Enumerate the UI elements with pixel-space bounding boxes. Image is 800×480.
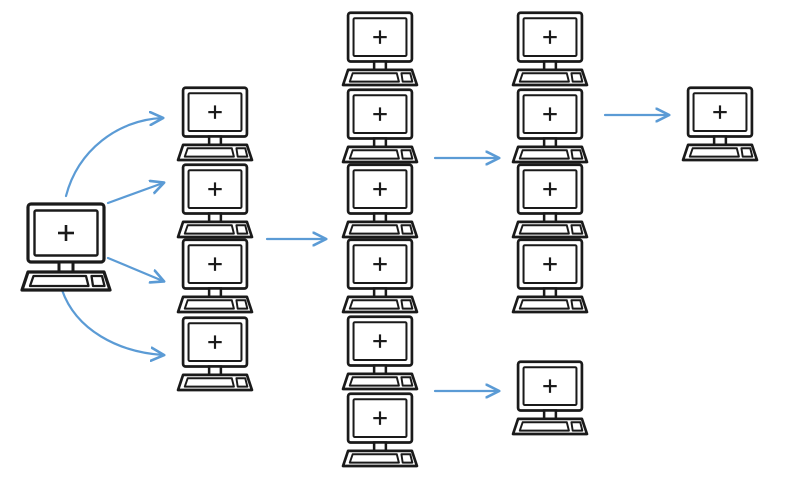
- computer-icon-shape: [511, 88, 589, 164]
- computer-icon-shape: [341, 11, 419, 87]
- computer-workstation-icon[interactable]: [511, 163, 589, 239]
- computer-icon-shape: [511, 163, 589, 239]
- computer-workstation-icon[interactable]: [176, 238, 254, 314]
- arrow-source-to-node-2-4: [60, 288, 163, 355]
- stage-3-column: [341, 11, 419, 468]
- computer-workstation-icon[interactable]: [341, 238, 419, 314]
- computer-icon-shape: [681, 86, 759, 162]
- computer-workstation-icon[interactable]: [20, 202, 112, 292]
- stage-4-column: [511, 11, 589, 436]
- arrow-source-to-node-2-1: [64, 118, 162, 198]
- arrow-source-to-node-2-2: [106, 183, 163, 205]
- computer-workstation-icon[interactable]: [341, 11, 419, 87]
- computer-workstation-icon[interactable]: [511, 88, 589, 164]
- computer-icon-shape: [511, 11, 589, 87]
- nodes-layer: [20, 11, 759, 468]
- computer-icon-shape: [176, 163, 254, 239]
- computer-icon-shape: [341, 163, 419, 239]
- computer-workstation-icon[interactable]: [681, 86, 759, 162]
- computer-workstation-icon[interactable]: [176, 86, 254, 162]
- computer-workstation-icon[interactable]: [341, 88, 419, 164]
- computer-icon-shape: [176, 238, 254, 314]
- computer-icon-shape: [341, 88, 419, 164]
- computer-workstation-icon[interactable]: [176, 163, 254, 239]
- source-column: [20, 202, 112, 292]
- result-column: [681, 86, 759, 162]
- arrows-layer: [60, 115, 668, 391]
- computer-icon-shape: [341, 315, 419, 391]
- computer-icon-shape: [176, 316, 254, 392]
- computer-icon-shape: [341, 238, 419, 314]
- computer-icon-shape: [341, 392, 419, 468]
- computer-workstation-icon[interactable]: [341, 315, 419, 391]
- computer-icon-shape: [511, 238, 589, 314]
- arrow-source-to-node-2-3: [106, 256, 163, 281]
- computer-icon-shape: [176, 86, 254, 162]
- computer-workstation-icon[interactable]: [511, 11, 589, 87]
- computer-workstation-icon[interactable]: [341, 163, 419, 239]
- computer-workstation-icon[interactable]: [511, 238, 589, 314]
- computer-workstation-icon[interactable]: [341, 392, 419, 468]
- computer-icon-shape: [20, 202, 112, 292]
- computer-workstation-icon[interactable]: [176, 316, 254, 392]
- computer-icon-shape: [511, 360, 589, 436]
- stage-2-column: [176, 86, 254, 392]
- computer-workstation-icon[interactable]: [511, 360, 589, 436]
